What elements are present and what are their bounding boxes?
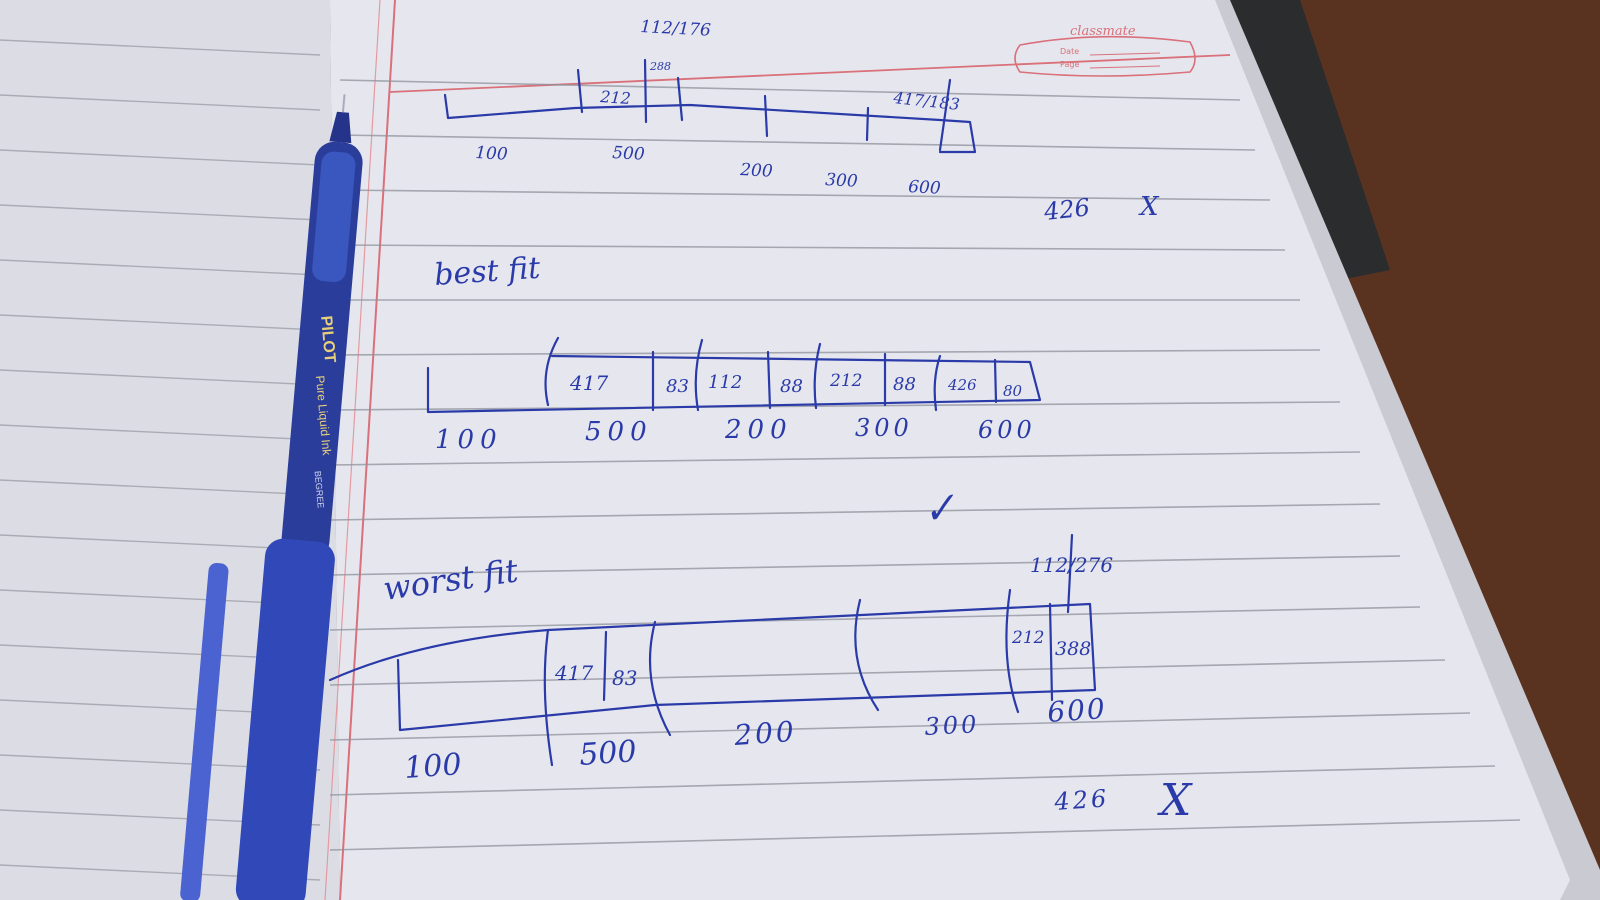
section-first-fit: 112/176 212 288 417/183 100 500 200 300 …: [443, 17, 1160, 226]
stamp-brand: classmate: [1070, 24, 1136, 39]
memory-block: [426, 354, 1042, 414]
note-divider: [1066, 533, 1074, 614]
inner-label: 212: [829, 371, 862, 391]
partition-size: 300: [825, 170, 859, 192]
inner-label: 212: [1011, 628, 1044, 648]
inner-label: 83: [612, 666, 637, 690]
pen-ink-window: [312, 151, 356, 283]
partition-size: 500: [578, 734, 638, 773]
right-page-ruling: [329, 79, 1521, 851]
unallocated-result: 426: [1052, 784, 1110, 816]
partition-size: 600: [1046, 692, 1108, 729]
partition-size: 100: [403, 747, 463, 786]
partition-divider: [865, 106, 870, 142]
success-mark: ✓: [919, 484, 960, 535]
partition-divider: [938, 78, 952, 152]
partition-divider: [648, 620, 672, 737]
top-note: 112/176: [640, 17, 712, 41]
pen-nib: [341, 94, 346, 113]
stamp-date-label: Date: [1060, 47, 1079, 56]
inner-label: 426: [947, 376, 977, 394]
inner-label: 388: [1055, 638, 1091, 660]
partition-divider: [766, 350, 772, 410]
classmate-stamp: classmate Date Page: [1014, 24, 1196, 77]
memory-block: [443, 93, 977, 154]
section-heading: best fit: [433, 251, 542, 293]
margin-line-2: [324, 0, 381, 900]
fail-mark: X: [1157, 775, 1193, 826]
pen-cap: [235, 538, 335, 900]
partition-size: 200: [739, 160, 774, 182]
partition-size: 300: [855, 414, 913, 442]
partition-divider: [854, 598, 880, 712]
partition-size: 500: [612, 143, 646, 165]
pen-clip: [180, 562, 229, 900]
pen-tip: [329, 111, 352, 144]
inner-label: 212: [599, 87, 632, 108]
partition-divider: [643, 58, 648, 124]
unallocated-result: 426: [1042, 193, 1091, 226]
inner-label: 112: [708, 372, 742, 393]
top-margin-line: [389, 54, 1231, 93]
partition-size: 600: [908, 177, 942, 199]
stamp-page-label: Page: [1060, 60, 1079, 69]
right-page: [330, 0, 1570, 900]
partition-divider: [1005, 588, 1020, 714]
partition-divider: [694, 338, 704, 412]
pen-brand: PILOT: [317, 315, 338, 364]
partition-divider: [813, 342, 822, 410]
partition-divider: [993, 358, 998, 404]
inner-label: 417: [569, 371, 608, 395]
partition-divider: [933, 354, 942, 412]
inner-label: 80: [1003, 382, 1023, 400]
partition-divider: [602, 630, 608, 702]
partition-size: 100: [475, 143, 509, 165]
partition-size: 500: [585, 417, 653, 447]
memory-block-outline: [328, 602, 1097, 732]
partition-size: 600: [978, 416, 1036, 444]
fail-mark: X: [1138, 192, 1160, 222]
partition-divider: [676, 76, 684, 122]
partition-divider: [1048, 602, 1054, 702]
partition-divider: [543, 628, 554, 767]
section-best-fit: best fit 417 83 112 88 212 88 426 80 100…: [426, 251, 1042, 535]
inner-label: 88: [893, 374, 916, 395]
margin-line: [339, 0, 396, 900]
partition-size: 200: [732, 715, 798, 752]
partition-divider: [763, 94, 769, 138]
partition-divider: [576, 68, 584, 114]
inner-label: 88: [780, 376, 803, 397]
pilot-pen: PILOT Pure Liquid Ink BEGREE: [180, 94, 363, 900]
partition-size: 200: [724, 415, 793, 445]
inner-label: 288: [649, 60, 671, 73]
partition-divider: [544, 336, 560, 407]
inner-label: 417: [554, 661, 593, 685]
partition-size: 100: [435, 425, 503, 455]
partition-size: 300: [924, 710, 980, 741]
pen-side-text: BEGREE: [313, 470, 326, 508]
inner-label: 83: [666, 376, 689, 397]
